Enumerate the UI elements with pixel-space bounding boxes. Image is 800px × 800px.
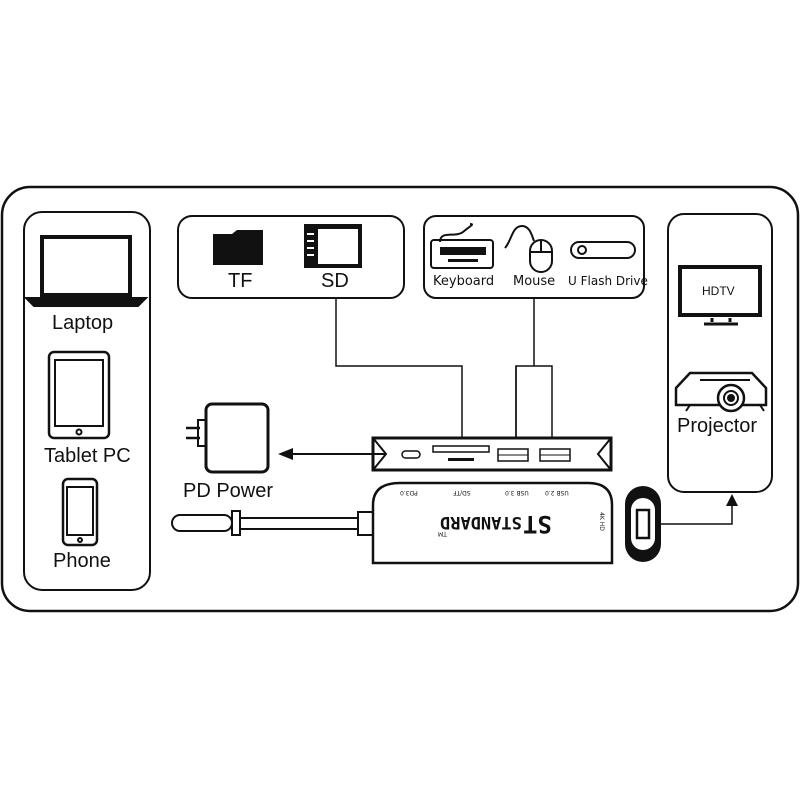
hdmi-plug-icon — [625, 486, 661, 562]
memory-card-panel — [177, 215, 405, 299]
hub-brand-mark: ST — [523, 510, 552, 538]
power-adapter-icon — [186, 402, 270, 474]
mouse-icon — [504, 224, 553, 273]
hub-port-label-sdtf: SD/TF — [453, 489, 471, 496]
outer-frame — [0, 185, 800, 613]
sd-slot — [432, 445, 490, 453]
tablet-label: Tablet PC — [44, 445, 131, 467]
hub-port-label-usb2: USB 2.0 — [545, 489, 569, 496]
hub-brand-logo: STANDARD — [440, 512, 522, 532]
flash-drive-label: U Flash Drive — [568, 274, 648, 288]
phone-icon — [61, 477, 99, 547]
hdtv-icon — [678, 265, 762, 326]
hub-port-side — [371, 436, 613, 472]
display-devices-panel — [667, 213, 773, 493]
hdmi-connection-line — [661, 502, 733, 525]
tf-slot — [448, 458, 474, 461]
projector-label: Projector — [677, 415, 758, 437]
sd-card-icon — [304, 224, 362, 268]
usb-c-port — [401, 450, 421, 459]
card-connection-line — [335, 298, 463, 438]
laptop-icon — [23, 235, 149, 307]
mouse-label: Mouse — [513, 274, 556, 289]
hub-port-label-usb3: USB 3.0 — [505, 489, 529, 496]
flash-drive-icon — [570, 241, 636, 259]
hub-port-label-pd: PD3.0 — [400, 489, 418, 496]
usb-splitter-box — [515, 365, 553, 439]
hdtv-label: HDTV — [702, 284, 735, 298]
tablet-icon — [47, 350, 111, 440]
usb-c-cable — [171, 510, 374, 536]
sd-label: SD — [321, 270, 349, 292]
projector-icon — [674, 371, 768, 413]
tf-label: TF — [228, 270, 253, 292]
keyboard-icon — [430, 223, 494, 269]
source-devices-panel — [23, 211, 151, 591]
phone-label: Phone — [53, 550, 111, 572]
hub-body — [371, 481, 614, 565]
keyboard-label: Keyboard — [433, 274, 495, 289]
laptop-label: Laptop — [52, 312, 114, 334]
hub-trademark: TM — [438, 530, 447, 537]
pd-power-label: PD Power — [183, 480, 274, 502]
hub-hdmi-label: 4K HD — [597, 512, 605, 531]
tf-card-icon — [213, 230, 263, 265]
